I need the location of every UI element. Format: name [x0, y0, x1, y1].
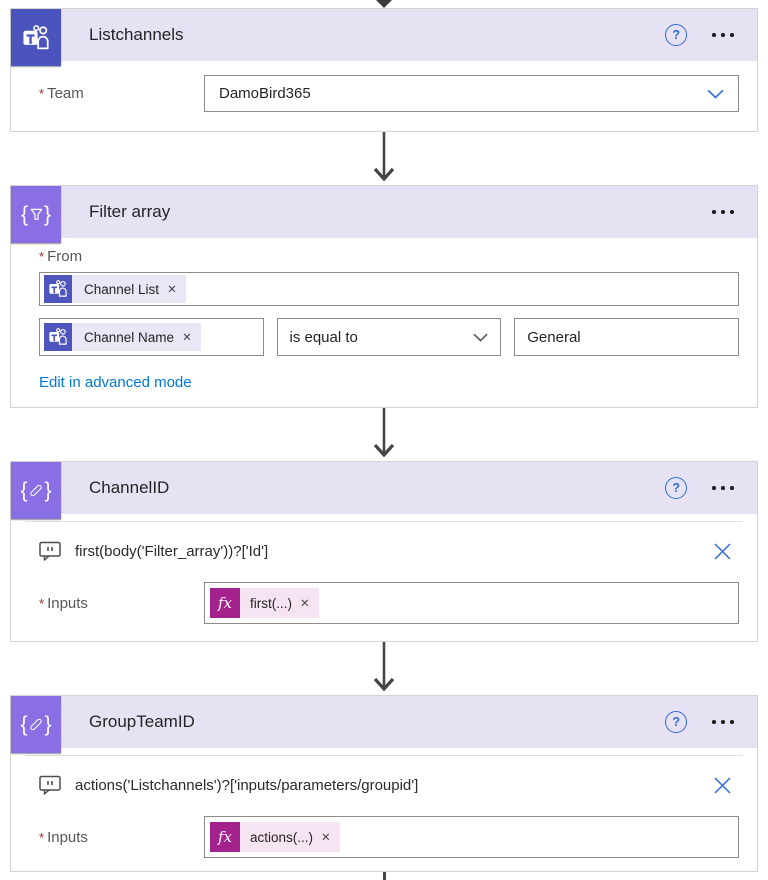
token-label: first(...): [250, 595, 292, 611]
card-title: Listchannels: [89, 25, 184, 44]
note-row: first(body('Filter_array'))?['Id']: [11, 522, 757, 568]
note-expression-text: first(body('Filter_array'))?['Id']: [75, 542, 269, 560]
note-row: actions('Listchannels')?['inputs/paramet…: [11, 756, 757, 802]
header-divider: [25, 755, 743, 756]
filter-array-icon: { }: [11, 186, 61, 243]
more-menu-icon[interactable]: [711, 205, 735, 219]
inputs-field-label: *Inputs: [39, 594, 88, 612]
more-menu-icon[interactable]: [711, 28, 735, 42]
note-expression-text: actions('Listchannels')?['inputs/paramet…: [75, 776, 419, 794]
inputs-field-label: *Inputs: [39, 828, 88, 846]
inputs-field-row: *Inputs fx actions(...) ✕: [11, 802, 757, 858]
condition-left-input[interactable]: Channel Name ✕: [39, 318, 264, 356]
remove-token-icon[interactable]: ✕: [182, 332, 192, 344]
fx-icon: fx: [210, 822, 240, 852]
channel-name-token[interactable]: Channel Name ✕: [44, 323, 201, 351]
comment-icon: [39, 541, 61, 561]
token-label: Channel List: [84, 281, 160, 297]
compose-icon: { }: [11, 462, 61, 519]
from-field-label: *From: [39, 248, 83, 265]
connector-arrow: [0, 642, 768, 695]
more-menu-icon[interactable]: [711, 481, 735, 495]
chevron-down-icon: [473, 333, 488, 342]
card-title: Filter array: [89, 202, 171, 221]
team-field-row: *Team DamoBird365: [11, 61, 757, 131]
token-label: Channel Name: [84, 329, 175, 345]
expression-token[interactable]: fx first(...) ✕: [210, 588, 319, 618]
header-divider: [25, 521, 743, 522]
help-icon[interactable]: ?: [665, 711, 688, 733]
required-marker: *: [39, 595, 45, 611]
help-icon[interactable]: ?: [665, 477, 688, 499]
card-header-groupteamid[interactable]: GroupTeamID ?: [11, 696, 757, 748]
card-header-listchannels[interactable]: Listchannels ?: [11, 9, 757, 61]
token-label: actions(...): [250, 829, 314, 845]
team-field-label: *Team: [39, 85, 84, 102]
dismiss-note-icon[interactable]: [712, 775, 733, 796]
operator-value: is equal to: [289, 328, 358, 346]
inputs-input[interactable]: fx actions(...) ✕: [204, 816, 739, 858]
more-menu-icon[interactable]: [711, 715, 735, 729]
card-title: GroupTeamID: [89, 712, 195, 731]
expression-token[interactable]: fx actions(...) ✕: [210, 822, 340, 852]
compose-icon: { }: [11, 696, 61, 753]
condition-row: Channel Name ✕ is equal to General: [39, 318, 739, 356]
connector-arrow: [0, 408, 768, 461]
pencil-icon: [29, 717, 43, 732]
comment-icon: [39, 775, 61, 795]
action-card-filter-array: { } Filter array *From Channel List ✕ Ch…: [10, 185, 758, 408]
connector-arrowhead-top: [0, 0, 768, 8]
pencil-icon: [29, 483, 43, 498]
action-card-channelid: { } ChannelID ? first(body('Filter_array…: [10, 461, 758, 642]
from-input[interactable]: Channel List ✕: [39, 272, 739, 306]
condition-value: General: [527, 328, 581, 346]
microsoft-teams-icon: [44, 275, 72, 303]
connector-arrow: [0, 132, 768, 185]
chevron-down-icon: [707, 89, 724, 99]
operator-dropdown[interactable]: is equal to: [276, 318, 502, 356]
remove-token-icon[interactable]: ✕: [321, 832, 331, 844]
remove-token-icon[interactable]: ✕: [300, 598, 310, 610]
team-dropdown-value: DamoBird365: [219, 85, 311, 102]
card-header-filter-array[interactable]: Filter array: [11, 186, 757, 238]
required-marker: *: [39, 829, 45, 845]
required-marker: *: [39, 86, 45, 101]
inputs-input[interactable]: fx first(...) ✕: [204, 582, 739, 624]
connector-line-bottom: [0, 872, 768, 880]
team-dropdown[interactable]: DamoBird365: [204, 75, 739, 112]
card-title: ChannelID: [89, 478, 170, 497]
dismiss-note-icon[interactable]: [712, 541, 733, 562]
microsoft-teams-icon: [11, 9, 61, 66]
action-card-groupteamid: { } GroupTeamID ? actions('Listchannels'…: [10, 695, 758, 872]
filter-array-body: *From Channel List ✕ Channel Name ✕ is e…: [11, 238, 757, 407]
inputs-field-row: *Inputs fx first(...) ✕: [11, 568, 757, 624]
fx-icon: fx: [210, 588, 240, 618]
help-icon[interactable]: ?: [665, 24, 688, 46]
condition-value-input[interactable]: General: [514, 318, 739, 356]
remove-token-icon[interactable]: ✕: [167, 284, 177, 296]
microsoft-teams-icon: [44, 323, 72, 351]
card-header-channelid[interactable]: ChannelID ?: [11, 462, 757, 514]
action-card-listchannels: Listchannels ? *Team DamoBird365: [10, 8, 758, 132]
edit-advanced-mode-link[interactable]: Edit in advanced mode: [39, 374, 192, 391]
required-marker: *: [39, 249, 45, 264]
channel-list-token[interactable]: Channel List ✕: [44, 275, 186, 303]
